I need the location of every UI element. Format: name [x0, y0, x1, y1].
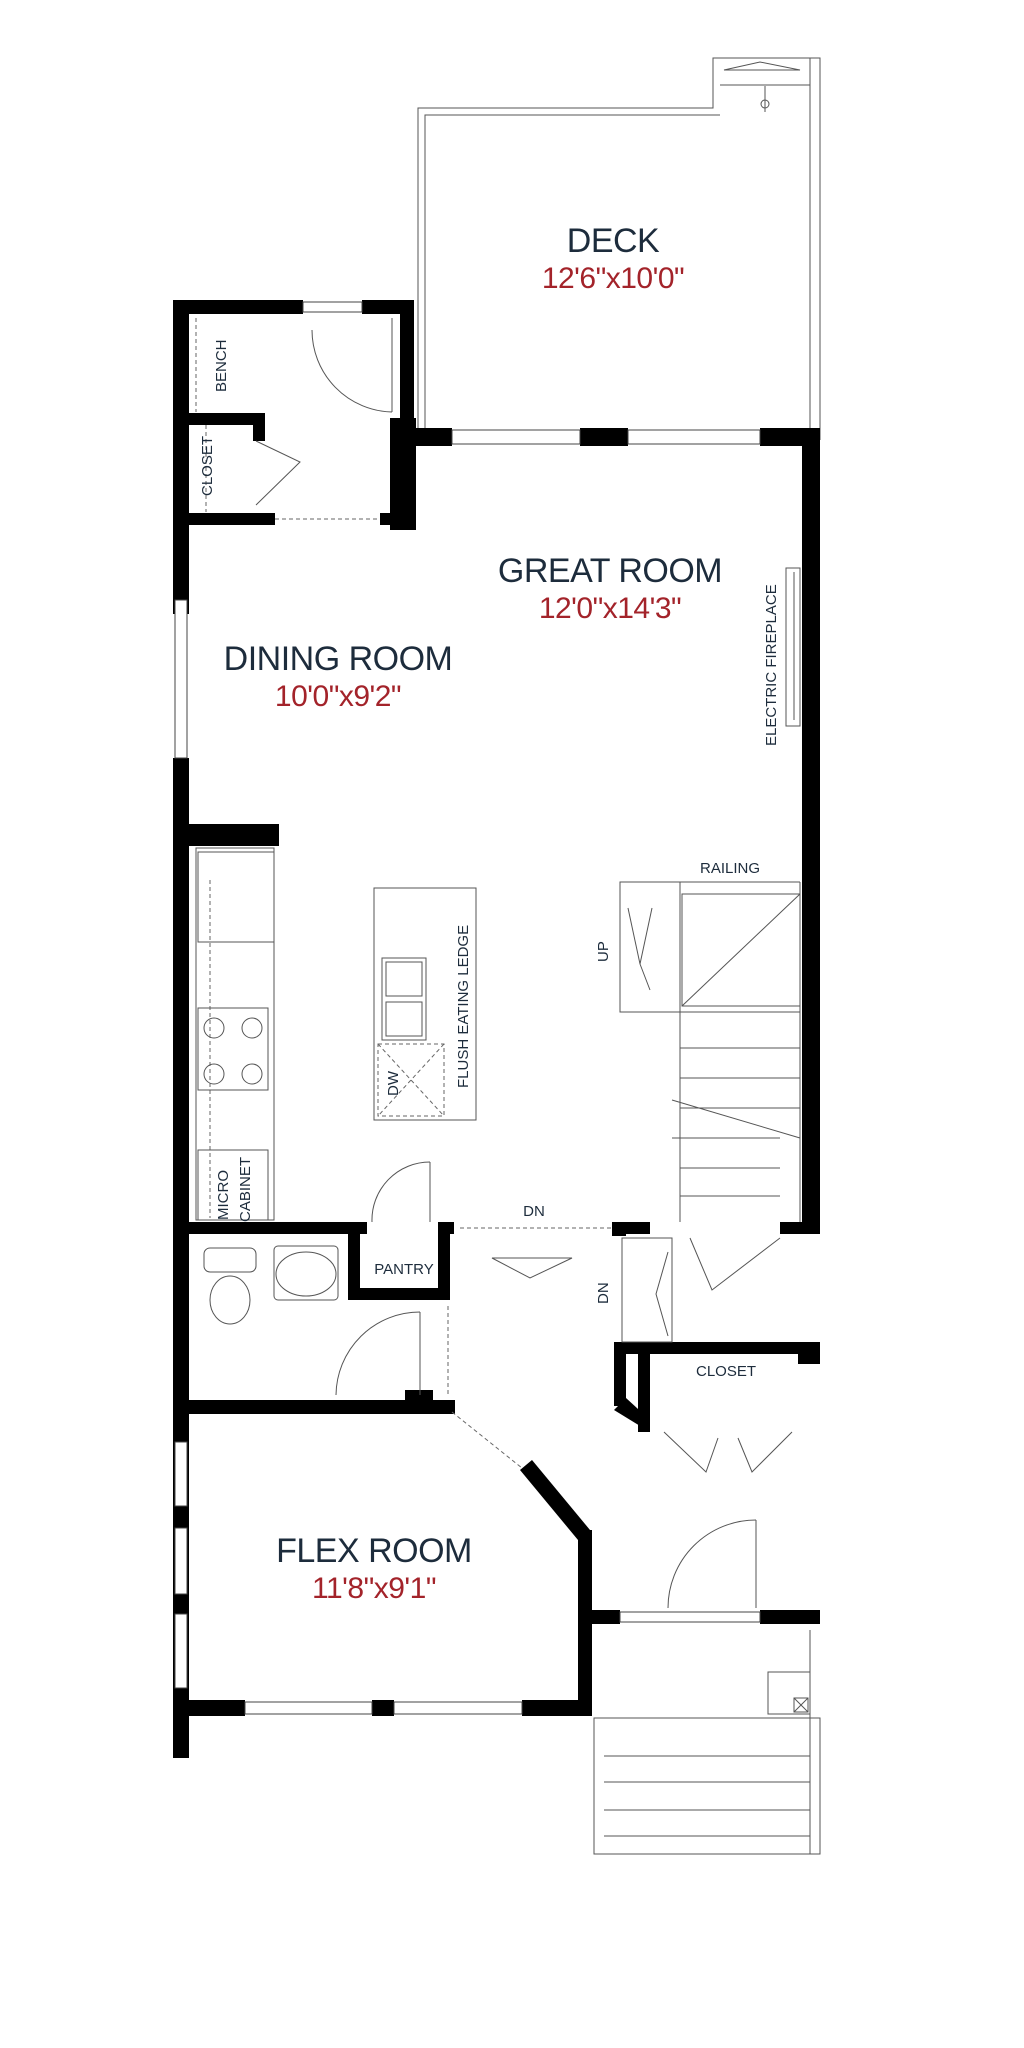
lower-closet-label: CLOSET: [696, 1363, 756, 1380]
great-room-name: GREAT ROOM: [498, 552, 722, 590]
micro-label: MICRO: [215, 1170, 232, 1220]
flex-room-dims: 11'8"x9'1": [312, 1572, 436, 1605]
windows: [174, 301, 761, 1715]
great-room-dims: 12'0"x14'3": [539, 592, 681, 625]
cabinet-label: CABINET: [237, 1157, 254, 1222]
dining-room-dims: 10'0"x9'2": [275, 680, 401, 713]
kitchen-fixtures: [195, 318, 801, 1325]
flex-room-name: FLEX ROOM: [276, 1532, 472, 1570]
up-label: UP: [595, 941, 612, 962]
dn-upper-label: DN: [523, 1203, 545, 1220]
pantry-label: PANTRY: [374, 1261, 433, 1278]
deck-dims: 12'6"x10'0": [542, 262, 684, 295]
front-steps: [593, 1630, 821, 1855]
deck-outline: [417, 57, 821, 440]
doors: [209, 318, 793, 1609]
stairs: [491, 881, 801, 1343]
flush-eating-ledge-label: FLUSH EATING LEDGE: [455, 925, 472, 1088]
dn-lower-label: DN: [595, 1282, 612, 1304]
railing-label: RAILING: [700, 860, 760, 877]
deck-name: DECK: [567, 222, 660, 260]
dw-label: DW: [385, 1070, 402, 1096]
bench-label: BENCH: [213, 339, 230, 392]
exterior-walls: [173, 300, 820, 1758]
electric-fireplace-label: ELECTRIC FIREPLACE: [763, 584, 780, 746]
dining-room-name: DINING ROOM: [224, 640, 453, 678]
upper-closet-label: CLOSET: [199, 436, 216, 496]
